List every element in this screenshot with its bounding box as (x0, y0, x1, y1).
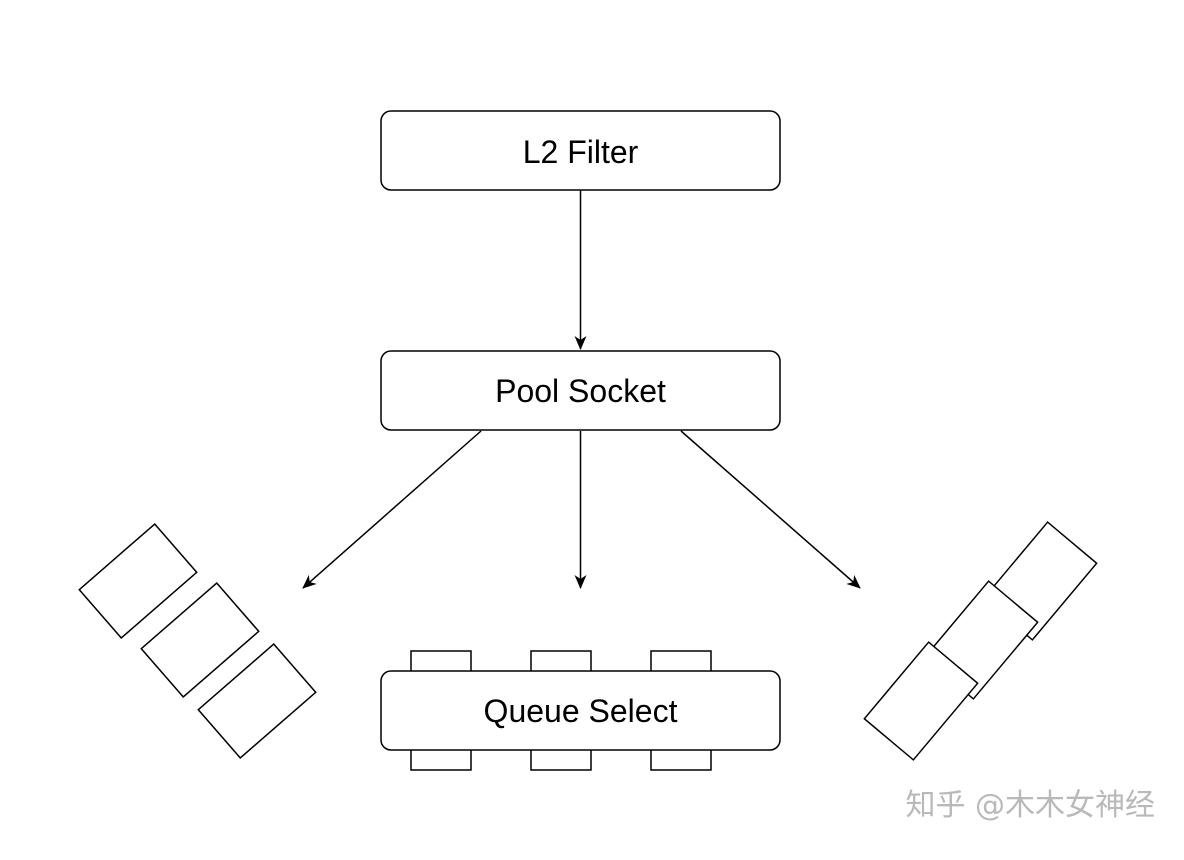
left-queue-rect (78, 522, 198, 640)
queue-select-tab (410, 748, 472, 771)
queue-select-tab (650, 748, 712, 771)
pool-socket-box (380, 350, 781, 431)
queue-select-tab (530, 650, 592, 673)
watermark-text: 知乎 @木木女神经 (905, 788, 1155, 823)
l2-filter-node: L2 Filter (380, 110, 781, 191)
queue-select-tab (410, 650, 472, 673)
left-queue-rect (140, 581, 260, 699)
pool-socket-label: Pool Socket (495, 373, 666, 409)
queue-select-tab (530, 748, 592, 771)
right-queue-rect (863, 641, 979, 761)
queue-select-node: Queue Select (380, 650, 781, 771)
left-queue-group (78, 522, 317, 760)
right-queue-group (863, 521, 1098, 761)
queue-select-tab (650, 650, 712, 673)
pool-socket-node: Pool Socket (380, 350, 781, 431)
left-queue-rect (197, 642, 317, 760)
queue-select-label: Queue Select (484, 693, 678, 729)
l2-filter-label: L2 Filter (523, 134, 639, 170)
edge-pool-socket-to-left-queues (302, 430, 482, 589)
queue-select-box (380, 670, 781, 751)
edge-pool-socket-to-right-queues (680, 430, 861, 589)
